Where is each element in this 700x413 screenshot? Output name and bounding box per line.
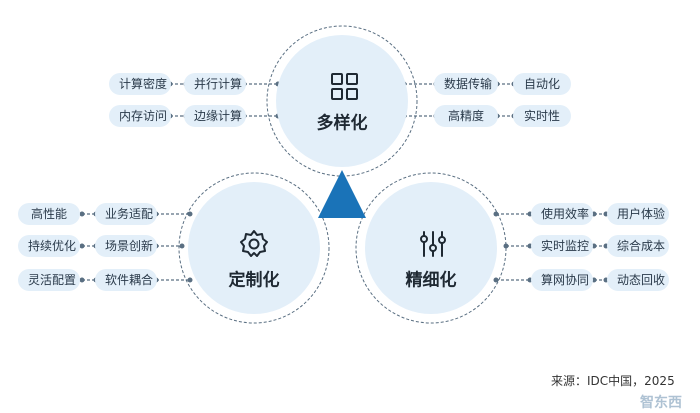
pill-top-left-2: 并行计算 — [184, 73, 246, 95]
pill-top-left-3: 内存访问 — [109, 105, 171, 127]
watermark-logo: 智东西 — [640, 395, 682, 411]
pill-left-5: 灵活配置 — [18, 269, 80, 291]
pill-left-2: 业务适配 — [95, 203, 157, 225]
pill-left-6: 软件耦合 — [95, 269, 157, 291]
pill-right-5: 算网协同 — [531, 269, 593, 291]
pill-left-3: 持续优化 — [18, 235, 80, 257]
pill-top-right-3: 高精度 — [434, 105, 498, 127]
pill-top-left-4: 边缘计算 — [184, 105, 246, 127]
pill-right-3: 实时监控 — [531, 235, 593, 257]
pill-right-4: 综合成本 — [607, 235, 669, 257]
pill-top-right-2: 自动化 — [513, 73, 571, 95]
pill-right-1: 使用效率 — [531, 203, 593, 225]
pill-top-left-1: 计算密度 — [109, 73, 171, 95]
left-circle-title: 定制化 — [228, 270, 280, 291]
pill-right-6: 动态回收 — [607, 269, 669, 291]
right-circle-title: 精细化 — [405, 270, 457, 291]
pill-left-4: 场景创新 — [95, 235, 157, 257]
pill-right-2: 用户体验 — [607, 203, 669, 225]
gear-icon — [240, 230, 268, 257]
source-note: 来源：IDC中国，2025 — [551, 374, 675, 388]
top-circle-title: 多样化 — [316, 113, 368, 134]
pill-top-right-1: 数据传输 — [434, 73, 498, 95]
pill-top-right-4: 实时性 — [513, 105, 571, 127]
center-triangle — [318, 170, 366, 218]
sliders-icon — [420, 231, 446, 257]
pill-left-1: 高性能 — [18, 203, 80, 225]
grid-icon — [331, 73, 358, 100]
